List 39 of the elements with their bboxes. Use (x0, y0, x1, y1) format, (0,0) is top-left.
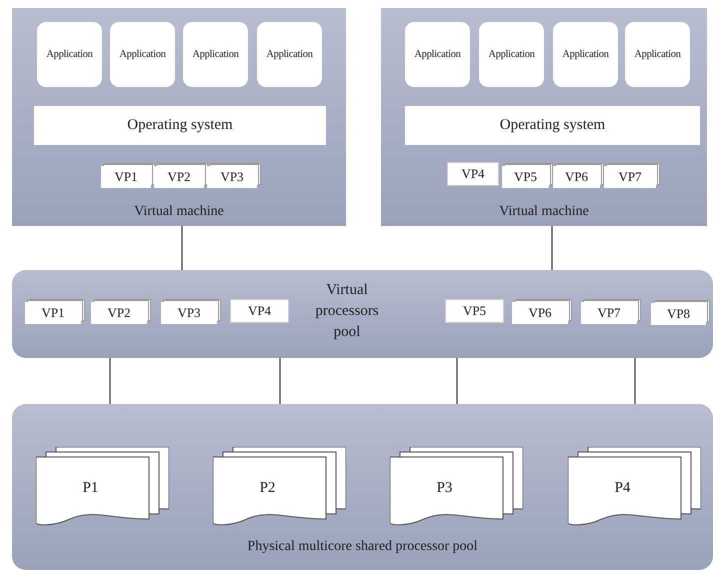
virtual-processor-card: VP1 (101, 166, 151, 188)
application-box: Application (37, 22, 102, 87)
virtual-processor-card: VP2 (91, 302, 147, 324)
panel-title: Virtual machine (133, 204, 225, 220)
virtual-processor-card: VP1 (25, 302, 81, 324)
operating-system-bar: Operating system (34, 106, 326, 145)
virtual-processor-card: VP6 (553, 166, 600, 188)
connector-line (181, 226, 183, 270)
application-box: Application (405, 22, 470, 87)
application-box: Application (479, 22, 544, 87)
virtual-processor-card: VP4 (231, 300, 288, 322)
panel-title: Virtual processors pool (314, 281, 380, 342)
virtual-processor-card: VP6 (512, 302, 568, 324)
connector-line (634, 358, 636, 404)
virtual-processor-pool-panel (12, 270, 713, 358)
virtual-processor-card: VP2 (154, 166, 204, 188)
panel-title: Virtual machine (498, 204, 590, 220)
virtual-machine-panel (12, 8, 346, 226)
virtual-processor-card: VP5 (446, 300, 503, 322)
application-box: Application (553, 22, 618, 87)
application-box: Application (110, 22, 175, 87)
connector-line (551, 226, 553, 270)
virtual-processor-card: VP4 (448, 163, 498, 185)
virtual-processor-card: VP7 (581, 302, 637, 324)
virtual-processor-card: VP7 (604, 166, 656, 188)
application-box: Application (183, 22, 248, 87)
application-box: Application (257, 22, 322, 87)
virtual-processor-card: VP8 (651, 303, 706, 325)
physical-processor-pool-panel (12, 404, 713, 570)
connector-line (109, 358, 111, 404)
application-box: Application (625, 22, 690, 87)
connector-line (456, 358, 458, 404)
connector-line (279, 358, 281, 404)
virtual-processor-card: VP3 (161, 302, 217, 324)
virtual-processor-card: VP3 (207, 166, 257, 188)
virtual-processor-card: VP5 (502, 166, 549, 188)
operating-system-bar: Operating system (405, 106, 700, 145)
virtual-machine-panel (381, 8, 707, 226)
panel-title: Physical multicore shared processor pool (246, 539, 479, 555)
